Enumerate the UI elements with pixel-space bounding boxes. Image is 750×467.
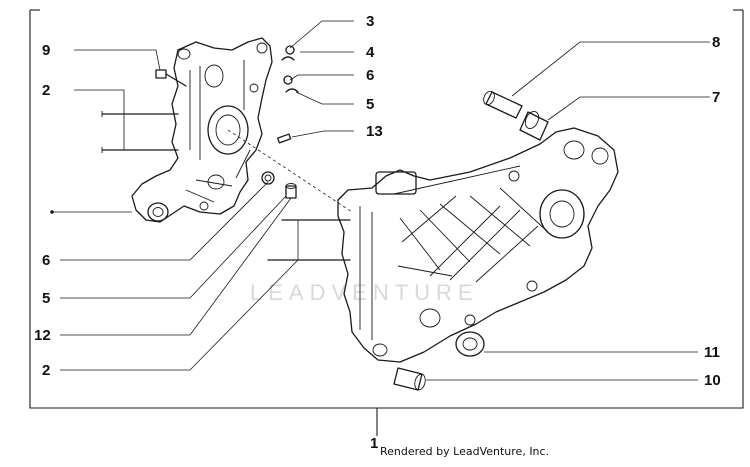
callout-4: 4 bbox=[366, 44, 375, 61]
callout-11: 11 bbox=[704, 344, 720, 361]
lower-studs bbox=[267, 219, 351, 261]
callout-7: 7 bbox=[712, 89, 720, 106]
assembly-frame bbox=[29, 9, 744, 436]
callout-3: 3 bbox=[366, 13, 374, 30]
callout-5-left: 5 bbox=[42, 290, 50, 307]
callout-8: 8 bbox=[712, 34, 720, 51]
callout-13: 13 bbox=[366, 123, 383, 140]
callout-2-upper: 2 bbox=[42, 82, 50, 99]
leader-lines bbox=[60, 20, 710, 381]
sleeve-8 bbox=[483, 90, 523, 119]
dowels-left bbox=[261, 171, 297, 199]
callout-12: 12 bbox=[34, 327, 51, 344]
credit-line: Rendered by LeadVenture, Inc. bbox=[380, 445, 549, 458]
callout-6-left: 6 bbox=[42, 252, 50, 269]
callout-10: 10 bbox=[704, 372, 721, 389]
bearing-11 bbox=[455, 331, 485, 357]
left-crankcase-half bbox=[131, 37, 273, 223]
callout-labels: 9 2 6 5 12 2 3 4 6 5 13 8 7 11 10 1 bbox=[34, 13, 721, 452]
sleeve-7 bbox=[519, 111, 549, 141]
right-crankcase-half bbox=[337, 127, 619, 363]
callout-1-assembly: 1 bbox=[370, 435, 378, 452]
watermark: LEADVENTURE bbox=[250, 280, 479, 305]
callout-6-top: 6 bbox=[366, 67, 374, 84]
callout-9: 9 bbox=[42, 42, 50, 59]
callout-5-top: 5 bbox=[366, 96, 374, 113]
bolt-9 bbox=[155, 69, 187, 87]
upper-studs bbox=[101, 111, 179, 153]
callout-2-lower: 2 bbox=[42, 362, 50, 379]
small-clips bbox=[277, 45, 299, 144]
bushing-10 bbox=[393, 367, 426, 391]
